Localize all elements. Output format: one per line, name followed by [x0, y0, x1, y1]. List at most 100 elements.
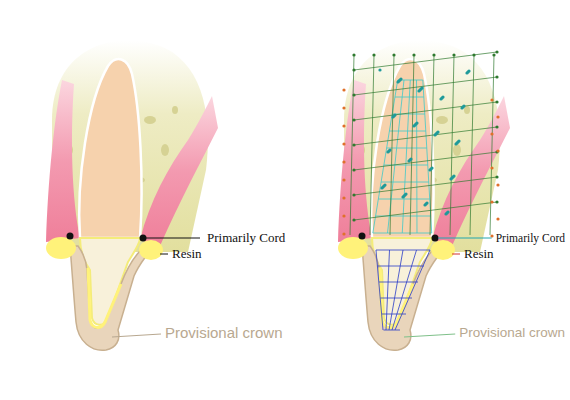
mesh-point [342, 232, 345, 235]
mesh-line [416, 165, 417, 182]
mesh-point [495, 175, 498, 178]
mesh-point [396, 80, 399, 83]
mesh-point [352, 168, 355, 171]
mesh-point [342, 142, 345, 145]
mesh-point [445, 211, 448, 214]
mesh-line [399, 114, 401, 131]
mesh-point [413, 123, 416, 126]
part-label: Primarily Cord [496, 232, 565, 245]
mesh-line [384, 148, 387, 165]
mesh-point [342, 214, 345, 217]
mesh-point [439, 97, 442, 100]
mesh-point [495, 75, 498, 78]
mesh-line [354, 52, 497, 70]
part-label: Provisional crown [165, 325, 283, 342]
tooth-left [46, 40, 218, 350]
part-label: Primarily Cord [207, 231, 285, 245]
mesh-line [410, 55, 414, 235]
mesh-point [423, 203, 426, 206]
mesh-point [381, 185, 384, 188]
mesh-point [429, 167, 432, 170]
mesh-line [416, 199, 417, 216]
mesh-line [402, 216, 404, 233]
mesh-point [449, 177, 452, 180]
mesh-point [352, 143, 355, 146]
mesh-point [455, 141, 458, 144]
mesh-line [354, 127, 497, 145]
mesh-line [416, 97, 417, 114]
part-label: Resin [172, 247, 202, 261]
mesh-line [425, 131, 427, 148]
mesh-point [496, 115, 499, 118]
mesh-point [492, 53, 495, 56]
mesh-line [416, 182, 417, 199]
mesh-point [495, 200, 498, 203]
part-label: Resin [464, 247, 494, 261]
mesh-line [409, 80, 411, 97]
mesh-line [354, 102, 497, 120]
mesh-point [386, 150, 389, 153]
mesh-line [354, 177, 497, 195]
mesh-point [352, 53, 355, 56]
mesh-line [405, 148, 407, 165]
mesh-line [388, 216, 390, 233]
leader-line [438, 238, 492, 239]
mesh-line [393, 165, 395, 182]
mesh-point [495, 50, 498, 53]
mesh-line [416, 216, 417, 233]
mesh-point [432, 53, 435, 56]
mesh-point [450, 176, 453, 179]
mesh-point [412, 53, 415, 56]
mesh-point [461, 105, 464, 108]
tooth-right [338, 40, 510, 350]
mesh-point [434, 132, 437, 135]
mesh-point [342, 88, 345, 91]
mesh-line [430, 55, 434, 235]
mesh-line [381, 298, 413, 299]
mesh-point [342, 106, 345, 109]
mesh-line [354, 77, 497, 95]
mesh-point [496, 183, 499, 186]
mesh-line [373, 216, 376, 233]
mesh-point [342, 160, 345, 163]
mesh-point [490, 234, 493, 237]
mesh-line [427, 165, 429, 182]
mesh-point [392, 114, 395, 117]
mesh-line [354, 202, 497, 220]
mesh-point [402, 194, 405, 197]
mesh-line [416, 131, 417, 148]
mesh-point [408, 158, 411, 161]
mesh-point [460, 106, 463, 109]
mesh-point [495, 150, 498, 153]
mesh-point [372, 53, 375, 56]
gradient-mesh [342, 50, 499, 330]
mesh-point [465, 71, 468, 74]
mesh-point [401, 195, 404, 198]
mesh-line [407, 114, 409, 131]
mesh-point [454, 142, 457, 145]
mesh-point [490, 98, 493, 101]
mesh-line [490, 55, 494, 235]
mesh-point [444, 212, 447, 215]
leader-line [160, 254, 168, 255]
leader-line [112, 334, 161, 337]
mesh-line [370, 55, 374, 235]
mesh-point [490, 166, 493, 169]
mesh-point [352, 218, 355, 221]
mesh-point [342, 178, 345, 181]
mesh-line [470, 55, 474, 235]
mesh-point [496, 217, 499, 220]
mesh-line [376, 199, 379, 216]
mesh-point [466, 70, 469, 73]
mesh-point [433, 133, 436, 136]
mesh-line [379, 282, 418, 283]
mesh-point [407, 159, 410, 162]
mesh-point [428, 168, 431, 171]
mesh-point [397, 79, 400, 82]
leader-line [452, 254, 460, 255]
mesh-line [426, 148, 428, 165]
leader-line [146, 238, 200, 239]
mesh-point [418, 88, 421, 91]
mesh-point [490, 132, 493, 135]
